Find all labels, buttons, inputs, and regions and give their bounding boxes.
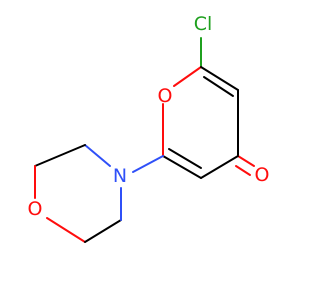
bond-o-cc [46, 217, 86, 243]
bond-c4-o-carbonyl [237, 155, 255, 167]
bond-n-ca [84, 144, 111, 167]
bond-c4-o-carbonyl-double [235, 165, 251, 176]
carbonyl-oxygen-atom-label: O [255, 164, 270, 186]
nitrogen-atom-label: N [113, 165, 127, 187]
chlorine-atom-label: Cl [194, 13, 213, 35]
bond-c5-c6 [162, 155, 202, 179]
bond-c5-c6-double [168, 148, 202, 169]
bond-c2-o1 [173, 66, 202, 87]
bond-c6-n [132, 155, 164, 173]
morpholine-oxygen-atom-label: O [28, 198, 43, 220]
bond-c2-c3-double [203, 76, 234, 97]
bond-c4-c5 [200, 155, 239, 179]
bond-ca-cb [34, 144, 86, 167]
bond-c2-c3 [200, 66, 239, 91]
ring-oxygen-atom-label: O [158, 85, 173, 107]
chemical-structure-diagram: Cl O O N O [28, 13, 270, 243]
bond-cc-cd [84, 219, 122, 243]
